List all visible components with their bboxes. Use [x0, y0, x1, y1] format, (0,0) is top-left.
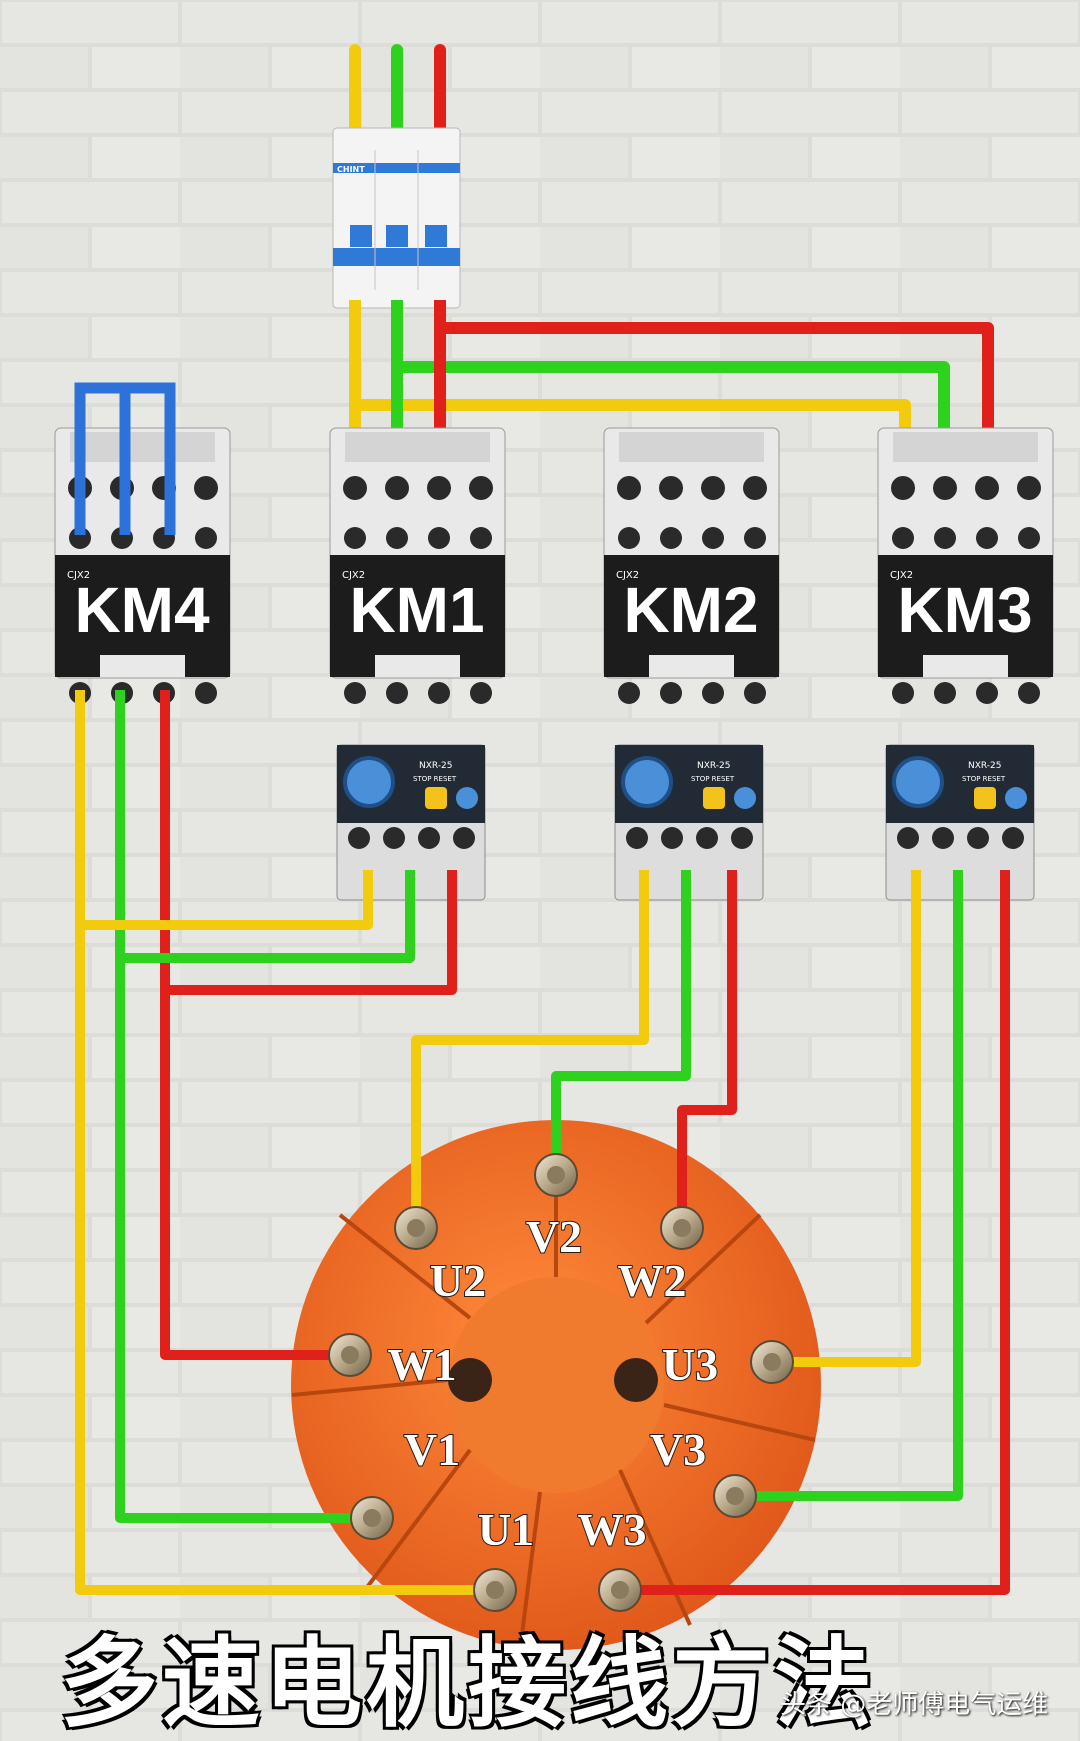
watermark: 头条 @老师傅电气运维	[780, 1690, 1049, 1720]
relay-model: NXR-25	[968, 761, 1002, 771]
relay-button-labels: STOP RESET	[691, 775, 735, 783]
page-title: 多速电机接线方法	[60, 1628, 877, 1741]
terminal-v1: V1	[350, 1423, 461, 1540]
contactor-model: CJX2	[616, 570, 639, 581]
terminal-label: W3	[578, 1504, 647, 1555]
terminal-w1: W1	[328, 1333, 458, 1391]
terminal-label: W1	[388, 1339, 457, 1390]
contactor-label: KM3	[897, 574, 1032, 646]
breaker-brand: CHINT	[337, 165, 365, 174]
terminal-label: V3	[650, 1424, 706, 1475]
terminal-label: W2	[618, 1255, 687, 1306]
terminal-w3: W3	[577, 1503, 648, 1612]
circuit-breaker: CHINT	[332, 127, 461, 309]
contactor-model: CJX2	[890, 570, 913, 581]
relay-model: NXR-25	[419, 761, 453, 771]
motor-terminal-board	[291, 1120, 821, 1651]
contactor-model: CJX2	[342, 570, 365, 581]
terminal-w2: W2	[617, 1206, 704, 1307]
terminal-label: U2	[430, 1255, 486, 1306]
contactor-model: CJX2	[67, 570, 90, 581]
contactor-label: KM4	[74, 574, 210, 646]
km4-star-bridge	[74, 382, 176, 535]
terminal-label: U1	[478, 1504, 534, 1555]
supply-wires	[349, 44, 446, 146]
relay-model: NXR-25	[697, 761, 731, 771]
relay-button-labels: STOP RESET	[413, 775, 457, 783]
terminal-u3: U3	[661, 1338, 794, 1391]
terminal-label: V2	[526, 1211, 582, 1262]
terminal-u1: U1	[473, 1503, 535, 1612]
terminal-v3: V3	[649, 1423, 757, 1518]
terminal-hole-right	[614, 1358, 658, 1402]
contactor-label: KM2	[623, 574, 758, 646]
terminal-v2: V2	[525, 1153, 583, 1263]
terminal-u2: U2	[394, 1206, 487, 1307]
terminal-label: V1	[404, 1424, 460, 1475]
relay-button-labels: STOP RESET	[962, 775, 1006, 783]
contactor-label: KM1	[349, 574, 484, 646]
terminal-label: U3	[662, 1339, 718, 1390]
terminal-hole-left	[448, 1358, 492, 1402]
motor-wires	[75, 690, 1010, 1595]
